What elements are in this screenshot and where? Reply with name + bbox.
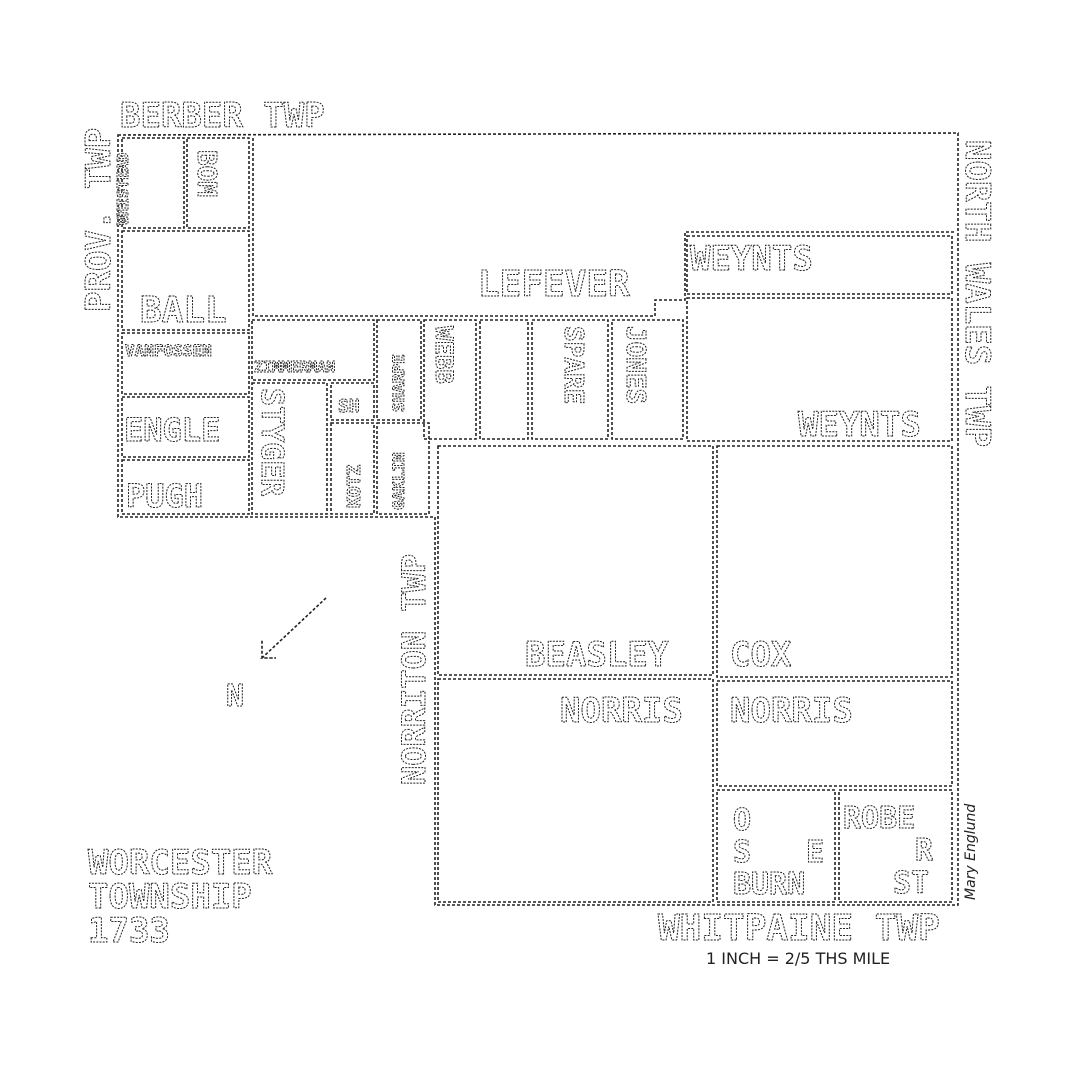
svg-text:S: S	[733, 835, 751, 870]
svg-text:BURN: BURN	[733, 867, 805, 902]
parcel-roberts: ROBE R ST	[843, 801, 935, 902]
border-label-left: PROV. TWP	[79, 128, 119, 312]
signature: Mary Englund	[963, 804, 979, 900]
parcel-norris-2: NORRIS	[730, 691, 853, 731]
parcel-lefever: LEFEVER	[478, 264, 630, 305]
svg-text:E: E	[806, 835, 824, 870]
parcel-zimmerman: ZIMMERMAN	[254, 358, 335, 376]
parcel-osburn: O S E BURN	[733, 803, 825, 903]
scale-label: 1 INCH = 2/5 THS MILE	[706, 949, 890, 968]
parcel-styger: STYGER	[254, 388, 289, 497]
svg-text:TOWNSHIP: TOWNSHIP	[88, 877, 252, 917]
parcel-norris-1: NORRIS	[560, 691, 683, 731]
svg-text:O: O	[733, 803, 751, 838]
parcel-weynts-1: WEYNTS	[690, 239, 813, 279]
parcel-webb: WEBB	[430, 326, 458, 384]
map-title: WORCESTER TOWNSHIP 1733	[88, 843, 274, 952]
parcel-spare: SPARE	[558, 326, 588, 404]
parcel-kotz: KOTZ	[344, 464, 365, 508]
border-label-top: BERBER TWP	[120, 96, 325, 136]
parcel-sharpe: SHARPE	[389, 354, 408, 412]
svg-text:WORCESTER: WORCESTER	[88, 843, 273, 883]
parcel-ball: BALL	[140, 290, 227, 331]
parcel-lines	[121, 137, 955, 903]
parcel-beasley: BEASLEY	[525, 635, 669, 675]
north-arrow-icon: N	[226, 597, 327, 715]
parcel-weynts-2: WEYNTS	[798, 405, 921, 445]
parcel-engle: ENGLE	[124, 411, 220, 449]
svg-text:R: R	[915, 833, 934, 868]
border-label-right: NORTH WALES TWP	[957, 140, 997, 447]
parcel-jones: JONES	[620, 326, 650, 404]
parcel-pugh: PUGH	[126, 477, 203, 515]
svg-text:ST: ST	[893, 866, 929, 901]
svg-text:1733: 1733	[88, 911, 170, 951]
parcel-gaklin: GAKLIN	[389, 452, 408, 510]
parcel-vanfossen: VANFOSSEN	[125, 341, 212, 360]
parcel-bom: BOM	[191, 150, 221, 197]
parcel-whistead: WHISTEAD	[114, 153, 132, 225]
border-label-bottom: WHITPAINE TWP	[658, 908, 940, 949]
township-boundary	[117, 132, 959, 906]
svg-text:N: N	[226, 679, 244, 714]
svg-text:ROBE: ROBE	[843, 801, 915, 836]
parcel-cox: COX	[730, 635, 792, 675]
border-label-norriton: NORRITON TWP	[395, 554, 433, 785]
parcel-sh: SH	[338, 396, 360, 417]
